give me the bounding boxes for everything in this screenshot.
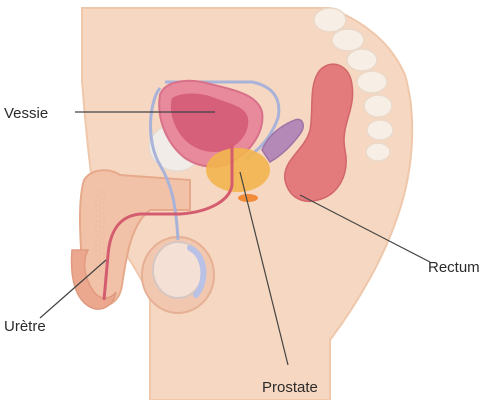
prostate-gland-spot — [238, 194, 258, 202]
label-rectum: Rectum — [428, 259, 480, 276]
label-prostate: Prostate — [262, 379, 318, 396]
label-urethra: Urètre — [4, 318, 46, 335]
label-bladder: Vessie — [4, 105, 48, 122]
prostate — [206, 148, 270, 192]
